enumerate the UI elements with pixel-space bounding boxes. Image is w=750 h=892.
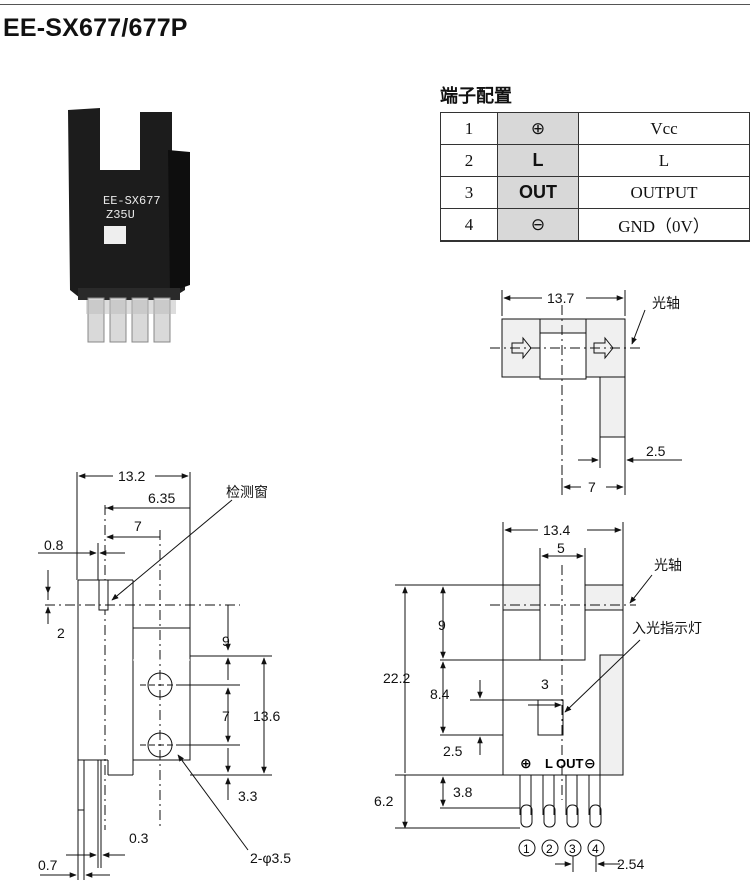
side-dim-13-6: 13.6 xyxy=(253,708,280,724)
side-offset-6-35: 6.35 xyxy=(148,490,175,506)
front-dim-3: 3 xyxy=(541,676,549,692)
sensor-photo: EE-SX677 Z35U xyxy=(68,108,190,343)
side-dim-7: 7 xyxy=(222,708,230,724)
pin-mark-l: L xyxy=(545,756,553,771)
pin-description: GND（0V） xyxy=(578,208,750,242)
top-axis-label: 光轴 xyxy=(652,296,680,312)
pin-number-3: 3 xyxy=(569,842,576,856)
pin-pitch-dim: 2.54 xyxy=(617,856,644,872)
table-row: 3 OUT OUTPUT xyxy=(440,176,750,209)
table-row: 4 ⊖ GND（0V） xyxy=(440,208,750,242)
pin-number: 2 xyxy=(440,144,498,177)
side-pin-thickness-dim: 0.7 xyxy=(38,857,58,873)
pin-symbol: L xyxy=(497,144,579,177)
photo-marking-code: Z35U xyxy=(106,208,135,222)
pin-description: Vcc xyxy=(578,112,750,145)
indicator-label: 入光指示灯 xyxy=(632,621,702,637)
side-dim-9: 9 xyxy=(222,633,230,649)
front-slot-dim: 5 xyxy=(557,540,565,556)
pin-symbol: OUT xyxy=(497,176,579,209)
top-tab-dim: 2.5 xyxy=(646,443,666,459)
mounting-holes-dim: 2-φ3.5 xyxy=(250,850,291,866)
pin-config-heading: 端子配置 xyxy=(440,86,512,106)
pin-number-1: 1 xyxy=(523,842,530,856)
side-dim-3-3: 3.3 xyxy=(238,788,258,804)
pin-mark-minus: ⊖ xyxy=(584,756,596,772)
pin-mark-plus: ⊕ xyxy=(520,756,532,772)
pin-number: 4 xyxy=(440,208,498,242)
front-dim-6-2: 6.2 xyxy=(374,793,394,809)
front-view-drawing xyxy=(395,522,653,872)
pin-description: OUTPUT xyxy=(578,176,750,209)
detection-window-label: 检测窗 xyxy=(226,484,268,501)
pin-config-table: 1 ⊕ Vcc 2 L L 3 OUT OUTPUT 4 ⊖ GND（0V） xyxy=(440,112,750,242)
top-view-drawing xyxy=(490,290,682,495)
table-row: 1 ⊕ Vcc xyxy=(440,112,750,145)
side-pin-width-dim: 0.3 xyxy=(129,830,149,846)
side-window-height-dim: 2 xyxy=(57,625,65,641)
front-dim-2-5: 2.5 xyxy=(443,743,463,759)
page-title: EE-SX677/677P xyxy=(3,14,188,42)
front-dim-3-8: 3.8 xyxy=(453,784,473,800)
top-offset-dim: 7 xyxy=(588,479,596,495)
pin-number: 3 xyxy=(440,176,498,209)
detection-window xyxy=(104,226,126,244)
top-rule xyxy=(0,4,750,5)
pin-symbol: ⊖ xyxy=(497,208,579,242)
front-height-dim: 22.2 xyxy=(383,670,410,686)
photo-marking-model: EE-SX677 xyxy=(103,194,161,208)
side-overall-dim: 13.2 xyxy=(118,468,145,484)
side-thickness-dim: 0.8 xyxy=(44,537,64,553)
side-offset-7: 7 xyxy=(134,518,142,534)
pin-number-4: 4 xyxy=(592,842,599,856)
pin-mark-out: OUT xyxy=(556,756,584,771)
front-width-dim: 13.4 xyxy=(543,522,570,538)
front-axis-label: 光轴 xyxy=(654,558,682,574)
top-width-dim: 13.7 xyxy=(547,290,574,306)
pin-number-2: 2 xyxy=(546,842,553,856)
front-dim-8-4: 8.4 xyxy=(430,686,450,702)
front-dim-9: 9 xyxy=(438,617,446,633)
side-view-drawing xyxy=(38,472,272,880)
